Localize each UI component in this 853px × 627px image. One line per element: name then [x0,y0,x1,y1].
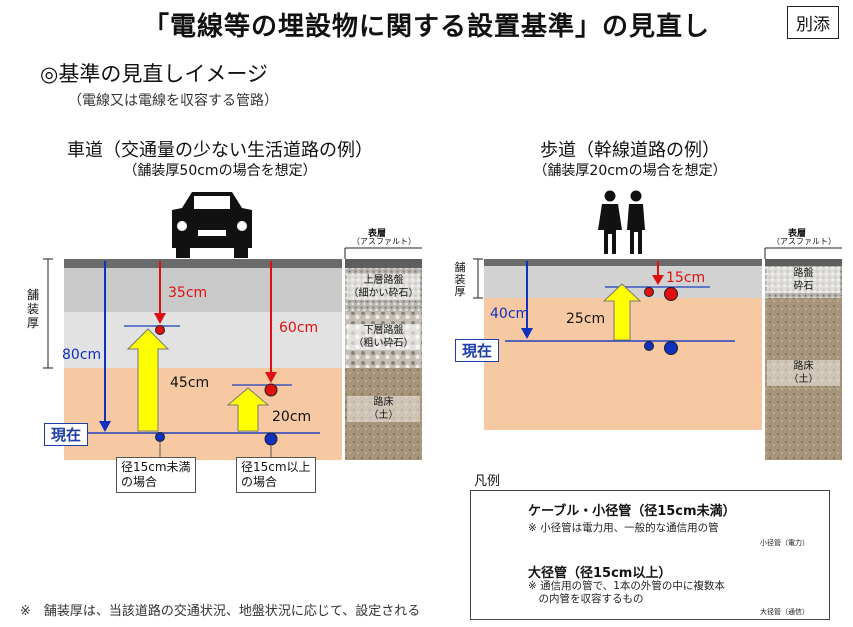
roadway-case-small: 径15cm未満 の場合 [116,457,196,493]
sidewalk-surface-label: 表層 [788,229,807,239]
sidewalk-base-label: 路盤 砕石 [767,267,840,293]
sidewalk-asphalt-layer [484,259,762,266]
roadway-35cm-arrow [154,313,166,324]
roadway-case-large: 径15cm以上 の場合 [236,457,316,493]
roadway-title: 車道（交通量の少ない生活道路の例） [67,140,373,161]
roadway-current-label: 現在 [44,423,89,446]
sidewalk-sample-soil [765,298,842,460]
legend-small-label: ケーブル・小径管（径15cm未満） [528,504,736,519]
sidewalk-section [473,190,842,460]
roadway-yellow-arrow-small [126,328,170,432]
roadway-60cm-arrow [265,372,277,383]
sidewalk-15cm-arrow [652,275,664,285]
roadway-pipe-small-current [155,432,165,442]
legend-large-label: 大径管（径15cm以上） [528,566,672,581]
sidewalk-pipe-small-current [644,341,654,351]
sidewalk-pipe-large-current [664,341,678,355]
sidewalk-pipe-large-new [664,287,678,301]
roadway-section [43,192,422,460]
page-title: 「電線等の埋設物に関する設置基準」の見直し [142,12,710,42]
roadway-pipe-small-new [155,325,165,335]
legend-large-photo-caption: 大径管（通信） [760,608,809,616]
roadway-80cm-label: 80cm [62,347,102,363]
legend-small-photo-caption: 小径管（電力） [760,539,809,547]
sidewalk-pavement-label: 舗装厚 [454,261,466,298]
sidewalk-subgrade-label: 路床 （土） [767,360,840,386]
roadway-35cm-label: 35cm [168,285,208,301]
roadway-pipe-large-new [264,383,278,397]
roadway-pavement-label: 舗装厚 [26,288,39,330]
roadway-sample-asphalt [345,259,422,268]
car-icon [172,192,252,258]
roadway-asphalt-layer [64,259,342,268]
roadway-pipe-large-current [264,432,278,446]
sidewalk-40cm-arrow [521,328,533,339]
roadway-yellow-arrow-large [226,387,270,432]
roadway-lower-layer-label: 下層路盤 （粗い砕石） [347,324,420,350]
legend-title: 凡例 [474,474,501,489]
section-subnote: （電線又は電線を収容する管路） [68,93,278,109]
sidewalk-pipe-small-new [644,287,654,297]
roadway-upper-layer-label: 上層路盤 （細かい砕石） [347,274,420,300]
sidewalk-surface-sub: （アスファルト） [772,237,836,246]
roadway-60cm-label: 60cm [279,320,319,336]
sidewalk-title: 歩道（幹線道路の例） [540,140,720,161]
sidewalk-40cm-label: 40cm [490,306,530,322]
roadway-subgrade-label: 路床 （土） [347,396,420,422]
legend-small-note: ※ 小径管は電力用、一般的な通信用の管 [528,522,719,534]
sidewalk-15cm-label: 15cm [666,270,706,286]
roadway-45cm-label: 45cm [170,375,210,391]
legend-large-note: ※ 通信用の管で、1本の外管の中に複数本 の内管を収容するもの [528,580,725,605]
roadway-lower-base-layer [64,312,342,368]
roadway-sample-soil [345,368,422,460]
sidewalk-25cm-label: 25cm [566,311,606,327]
footnote: ※ 舗装厚は、当該道路の交通状況、地盤状況に応じて、設定される [20,604,421,619]
roadway-note: （舗装厚50cmの場合を想定） [123,163,317,179]
pedestrians-icon [598,190,645,254]
roadway-20cm-label: 20cm [272,409,312,425]
roadway-upper-base-layer [64,268,342,312]
sidewalk-current-label: 現在 [455,339,500,362]
sidewalk-yellow-arrow [602,283,642,341]
roadway-subgrade-layer [64,368,342,460]
roadway-surface-label: 表層 [368,229,387,239]
roadway-surface-sub: （アスファルト） [352,237,416,246]
legend-box [470,490,830,620]
section-heading: ◎基準の見直しイメージ [40,62,268,86]
attachment-badge: 別添 [787,6,839,39]
sidewalk-sample-asphalt [765,259,842,266]
sidewalk-note: （舗装厚20cmの場合を想定） [533,163,727,179]
roadway-80cm-arrow [99,421,111,432]
